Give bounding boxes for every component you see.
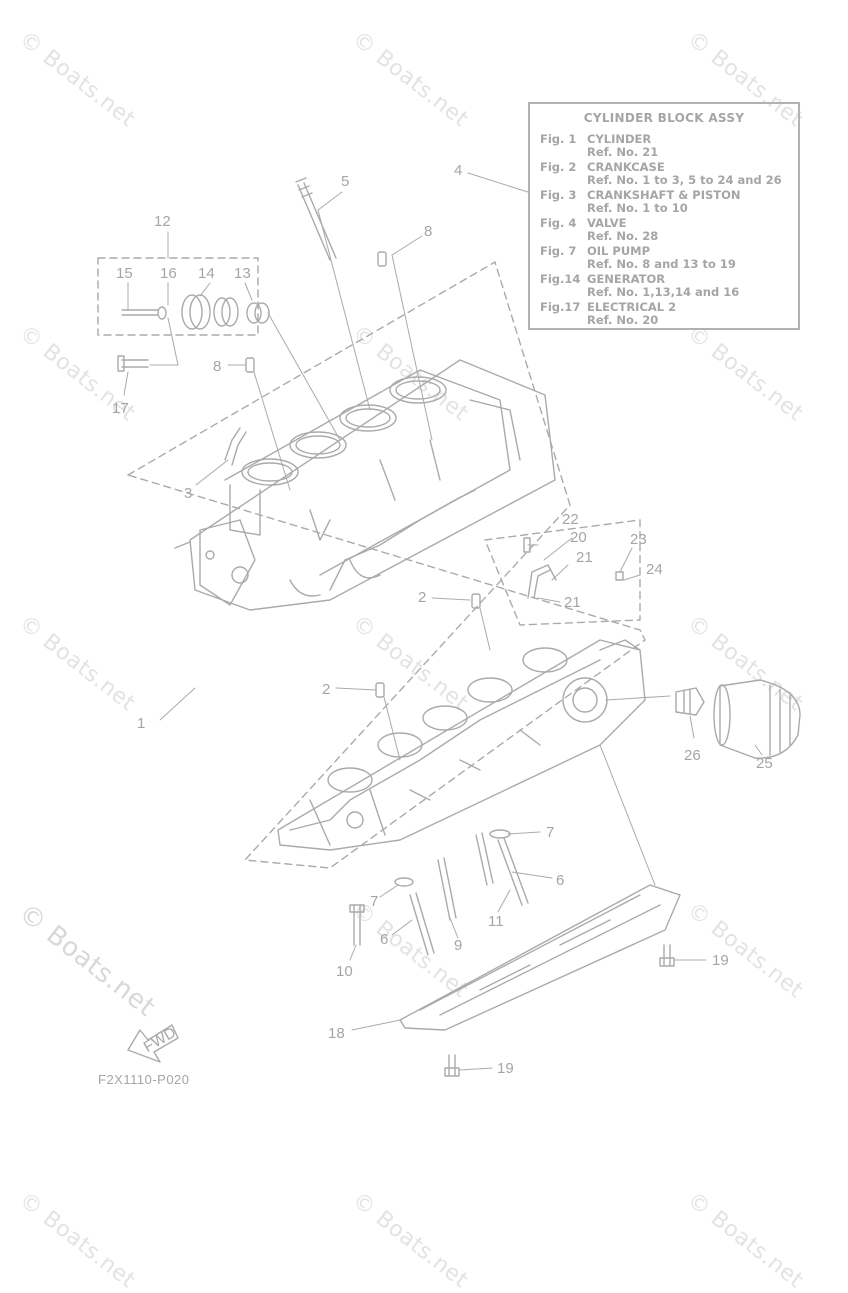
stud-bolt	[295, 177, 337, 261]
callout-2b: 2	[322, 681, 330, 698]
callout-17: 17	[112, 400, 129, 417]
callout-12: 12	[154, 213, 171, 230]
fig-ref: Ref. No. 20	[587, 313, 659, 327]
union-bolt	[675, 687, 705, 716]
crankcase-bolts	[349, 829, 675, 1077]
watermark: © Boats.net	[682, 1187, 808, 1293]
diagram-code: F2X1110-P020	[98, 1072, 190, 1087]
callout-23: 23	[630, 531, 647, 548]
callout-6b: 6	[380, 931, 388, 948]
callout-1: 1	[137, 715, 145, 732]
callout-24: 24	[646, 561, 663, 578]
oil-pipe	[527, 564, 557, 599]
fig-ref: Ref. No. 1 to 10	[587, 201, 688, 215]
callout-7a: 7	[546, 824, 554, 841]
fig-number: Fig. 4	[540, 216, 577, 230]
callout-16: 16	[160, 265, 177, 282]
callout-4: 4	[454, 162, 462, 179]
fig-ref: Ref. No. 1 to 3, 5 to 24 and 26	[587, 173, 782, 187]
callout-26: 26	[684, 747, 701, 764]
callout-11: 11	[488, 913, 504, 930]
callout-21b: 21	[564, 594, 581, 611]
oil-filter	[713, 679, 801, 759]
seal-group	[117, 294, 270, 372]
oil-pan	[399, 884, 681, 1031]
fig-number: Fig. 7	[540, 244, 577, 258]
callout-21a: 21	[576, 549, 593, 566]
callout-13: 13	[234, 265, 251, 282]
fig-number: Fig.17	[540, 300, 581, 314]
reference-title: CYLINDER BLOCK ASSY	[583, 111, 745, 125]
fig-ref: Ref. No. 1,13,14 and 16	[587, 285, 740, 299]
callout-6a: 6	[556, 872, 564, 889]
seal-group-outline	[97, 257, 259, 336]
group-outlines	[97, 257, 646, 869]
callout-20: 20	[570, 529, 587, 546]
fig-number: Fig. 2	[540, 160, 577, 174]
cylinder-block-outline	[127, 261, 646, 869]
watermark: © Boats.net	[14, 1187, 140, 1293]
fig-number: Fig.14	[540, 272, 581, 286]
callout-3: 3	[184, 485, 192, 502]
fwd-arrow-icon	[127, 1024, 179, 1063]
callout-14: 14	[198, 265, 215, 282]
fig-number: Fig. 1	[540, 132, 577, 146]
fig-name: CYLINDER	[587, 132, 652, 146]
fig-number: Fig. 3	[540, 188, 577, 202]
callout-numbers: 12 15 16 14 13 17 5 4 8 8 3 1 2 2 22 20 …	[112, 162, 773, 1077]
callout-19b: 19	[497, 1060, 514, 1077]
callout-19a: 19	[712, 952, 729, 969]
leader-lines	[123, 172, 763, 1071]
exploded-parts-diagram: FWD 12 15 16 14 13 17 5 4 8 8 3 1 2 2 22…	[97, 162, 801, 1077]
fig-name: ELECTRICAL 2	[587, 300, 677, 314]
fig-name: GENERATOR	[587, 272, 666, 286]
fig-name: OIL PUMP	[587, 244, 651, 258]
callout-15: 15	[116, 265, 133, 282]
callout-22: 22	[562, 511, 579, 528]
callout-2a: 2	[418, 589, 426, 606]
callout-25: 25	[756, 755, 773, 772]
callout-8a: 8	[424, 223, 432, 240]
fig-ref: Ref. No. 28	[587, 229, 659, 243]
callout-8b: 8	[213, 358, 221, 375]
fig-ref: Ref. No. 21	[587, 145, 659, 159]
watermark: © Boats.net	[347, 1187, 473, 1293]
cylinder-block	[174, 359, 556, 611]
fig-ref: Ref. No. 8 and 13 to 19	[587, 257, 736, 271]
breather-pipe	[224, 427, 247, 466]
callout-18: 18	[328, 1025, 345, 1042]
crankcase	[277, 639, 646, 851]
callout-10: 10	[336, 963, 353, 980]
callout-5: 5	[341, 173, 349, 190]
fig-name: CRANKSHAFT & PISTON	[587, 188, 741, 202]
fig-name: CRANKCASE	[587, 160, 665, 174]
callout-7b: 7	[370, 893, 378, 910]
callout-9: 9	[454, 937, 462, 954]
fig-name: VALVE	[587, 216, 627, 230]
oil-pipe-outline	[484, 519, 641, 626]
